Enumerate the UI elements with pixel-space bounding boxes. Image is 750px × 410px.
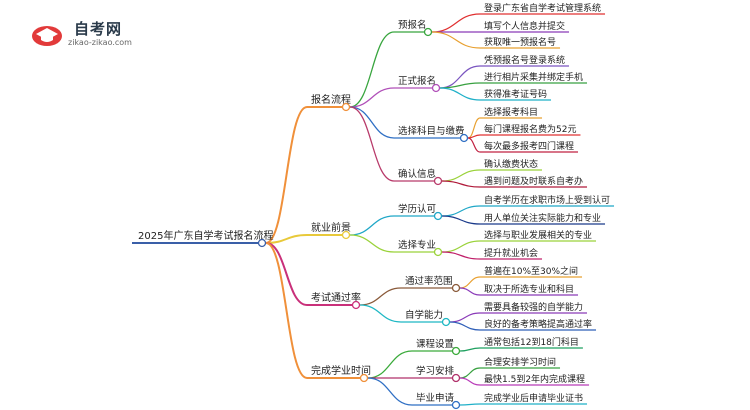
- sub-node-label: 毕业申请: [416, 392, 455, 404]
- root-node-handle[interactable]: [257, 238, 267, 248]
- leaf-node-label: 每门课程报名费为52元: [484, 123, 576, 135]
- leaf-node-label: 获得准考证号码: [484, 88, 547, 100]
- graduation-cap-icon: [32, 26, 62, 46]
- leaf-connector: [459, 367, 481, 379]
- sub-connector: [349, 87, 395, 108]
- branch-node-label: 报名流程: [311, 93, 351, 106]
- sub-node-label: 选择科目与缴费: [398, 125, 465, 137]
- site-logo[interactable]: 自考网 zikao-zikao.com: [30, 16, 140, 50]
- leaf-connector: [467, 137, 481, 153]
- leaf-node-label: 需要具备较强的自学能力: [484, 301, 583, 313]
- leaf-node-label: 提升就业机会: [484, 247, 538, 259]
- logo-subtitle: zikao-zikao.com: [68, 38, 132, 47]
- sub-node-handle[interactable]: [451, 346, 461, 356]
- leaf-node-label: 通常包括12到18门科目: [484, 336, 579, 348]
- branch-connector: [265, 242, 308, 379]
- leaf-node-label: 取决于所选专业和科目: [484, 283, 574, 295]
- sub-connector: [359, 287, 402, 306]
- leaf-node-label: 每次最多报考四门课程: [484, 140, 574, 152]
- branch-connector: [265, 106, 308, 244]
- leaf-node-label: 选择报考科目: [484, 106, 538, 118]
- leaf-node-label: 自考学历在求职市场上受到认可: [484, 194, 610, 206]
- branch-node-label: 就业前景: [311, 221, 351, 234]
- sub-node-handle[interactable]: [433, 211, 443, 221]
- branch-connector: [265, 234, 308, 244]
- leaf-node-label: 最快1.5到2年内完成课程: [484, 373, 585, 385]
- branch-node-handle[interactable]: [359, 373, 369, 383]
- leaf-connector: [439, 87, 481, 101]
- root-node-label: 2025年广东自学考试报名流程: [138, 229, 273, 242]
- leaf-connector: [439, 65, 481, 89]
- sub-connector: [349, 106, 395, 139]
- leaf-connector: [431, 31, 481, 49]
- leaf-node-label: 合理安排学习时间: [484, 356, 556, 368]
- leaf-node-label: 用人单位关注实际能力和专业: [484, 212, 601, 224]
- leaf-node-label: 进行相片采集并绑定手机: [484, 71, 583, 83]
- sub-node-handle[interactable]: [431, 83, 441, 93]
- sub-connector: [349, 234, 395, 253]
- branch-node-handle[interactable]: [341, 102, 351, 112]
- sub-node-handle[interactable]: [441, 317, 451, 327]
- leaf-connector: [459, 377, 481, 386]
- sub-connector: [349, 31, 395, 108]
- leaf-node-label: 遇到问题及时联系自考办: [484, 175, 583, 187]
- leaf-connector: [441, 180, 481, 188]
- sub-node-handle[interactable]: [433, 176, 443, 186]
- sub-node-label: 通过率范围: [405, 275, 453, 287]
- sub-connector: [367, 377, 413, 406]
- branch-node-label: 考试通过率: [311, 291, 361, 304]
- leaf-connector: [459, 347, 481, 352]
- leaf-connector: [459, 287, 481, 296]
- sub-node-label: 学习安排: [416, 365, 455, 377]
- sub-connector: [349, 106, 395, 182]
- sub-node-label: 课程设置: [416, 339, 454, 350]
- branch-connector: [265, 242, 308, 306]
- leaf-node-label: 凭预报名号登录系统: [484, 54, 565, 66]
- leaf-connector: [449, 312, 481, 323]
- leaf-node-label: 填写个人信息并提交: [484, 20, 565, 32]
- leaf-node-label: 完成学业后申请毕业证书: [484, 392, 583, 404]
- leaf-connector: [441, 169, 481, 182]
- sub-node-handle[interactable]: [459, 133, 469, 143]
- sub-node-handle[interactable]: [423, 27, 433, 37]
- logo-title: 自考网: [74, 20, 123, 38]
- sub-node-handle[interactable]: [433, 247, 443, 257]
- leaf-connector: [459, 403, 481, 406]
- leaf-connector: [449, 321, 481, 331]
- leaf-connector: [441, 251, 481, 260]
- sub-connector: [359, 304, 402, 323]
- branch-node-label: 完成学业时间: [311, 364, 371, 377]
- branch-node-handle[interactable]: [341, 230, 351, 240]
- leaf-node-label: 确认缴费状态: [484, 158, 538, 170]
- branch-node-handle[interactable]: [351, 300, 361, 310]
- leaf-connector: [439, 82, 481, 89]
- sub-node-handle[interactable]: [451, 283, 461, 293]
- sub-connector: [349, 215, 395, 236]
- sub-node-handle[interactable]: [451, 373, 461, 383]
- leaf-node-label: 选择与职业发展相关的专业: [484, 229, 592, 241]
- leaf-connector: [441, 205, 481, 217]
- leaf-node-label: 良好的备考策略提高通过率: [484, 318, 592, 330]
- leaf-connector: [441, 215, 481, 225]
- sub-node-label: 学历认可: [398, 203, 436, 215]
- sub-node-label: 选择专业: [398, 239, 436, 251]
- sub-node-label: 确认信息: [398, 168, 436, 180]
- leaf-connector: [431, 13, 481, 33]
- sub-node-label: 预报名: [398, 19, 427, 31]
- leaf-node-label: 获取唯一预报名号: [484, 36, 556, 48]
- sub-node-label: 正式报名: [398, 75, 436, 87]
- leaf-node-label: 普遍在10%至30%之间: [484, 265, 578, 277]
- sub-node-label: 自学能力: [405, 309, 443, 321]
- leaf-connector: [441, 240, 481, 253]
- sub-node-handle[interactable]: [451, 400, 461, 410]
- sub-connector: [367, 350, 413, 379]
- leaf-connector: [459, 276, 481, 289]
- leaf-node-label: 登录广东省自学考试管理系统: [484, 2, 601, 14]
